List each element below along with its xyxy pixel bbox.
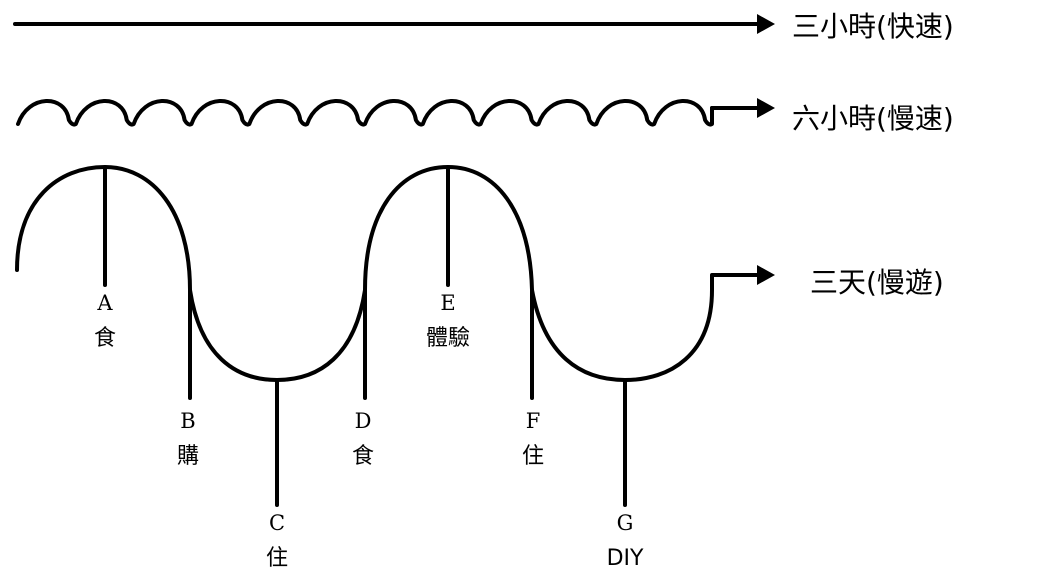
fast-route-arrowhead xyxy=(757,14,775,34)
fast-route: 三小時(快速) xyxy=(13,10,954,43)
fast-route-label: 三小時(快速) xyxy=(792,10,954,43)
stop-g-letter: G xyxy=(617,511,634,535)
stop-f: F 住 xyxy=(522,288,544,469)
stop-a: A 食 xyxy=(94,165,116,351)
slow-route: 六小時(慢速) xyxy=(16,98,954,135)
stop-f-activity: 住 xyxy=(522,444,544,469)
slow-route-wave xyxy=(16,99,714,127)
stop-c-letter: C xyxy=(269,511,285,535)
stop-b-letter: B xyxy=(180,409,195,433)
stop-e-letter: E xyxy=(440,291,455,315)
slow-route-arrowhead xyxy=(757,98,775,118)
leisure-route-curve xyxy=(15,165,767,382)
leisure-route-label: 三天(慢遊) xyxy=(810,266,944,299)
stop-d: D 食 xyxy=(352,288,374,469)
stop-f-letter: F xyxy=(526,409,541,433)
stop-c: C 住 xyxy=(266,378,288,571)
stop-c-activity: 住 xyxy=(266,546,288,571)
stop-a-letter: A xyxy=(96,291,113,315)
stop-e: E 體驗 xyxy=(426,165,470,351)
stop-b: B 購 xyxy=(177,288,199,469)
slow-route-label: 六小時(慢速) xyxy=(792,102,954,135)
stop-e-activity: 體驗 xyxy=(426,326,470,351)
leisure-route: 三天(慢遊) A 食 B 購 C 住 D 食 E 體驗 xyxy=(15,165,944,571)
stop-d-activity: 食 xyxy=(352,444,374,469)
stop-d-letter: D xyxy=(355,409,372,433)
stop-a-activity: 食 xyxy=(94,326,116,351)
stop-b-activity: 購 xyxy=(177,444,199,469)
leisure-route-arrowhead xyxy=(757,265,775,285)
stop-g-activity: DIY xyxy=(607,546,644,571)
stop-g: G DIY xyxy=(607,378,644,571)
